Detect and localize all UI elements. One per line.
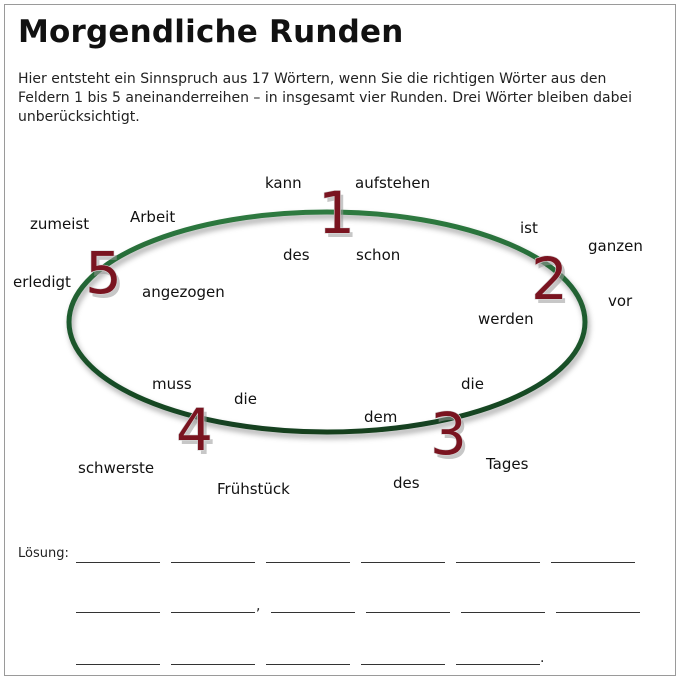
instructions-text: Hier entsteht ein Sinnspruch aus 17 Wört…: [18, 71, 632, 125]
svg-text:2: 2: [534, 249, 571, 317]
period-mark: .: [540, 650, 545, 666]
word-kann: kann: [265, 174, 302, 192]
svg-text:4: 4: [179, 400, 216, 468]
word-schwerste: schwerste: [78, 459, 154, 477]
word-erledigt: erledigt: [13, 273, 71, 291]
svg-text:1: 1: [318, 179, 355, 247]
svg-text:3: 3: [433, 404, 470, 472]
svg-text:2: 2: [531, 245, 568, 313]
word-die-3: die: [461, 375, 484, 393]
word-werden: werden: [478, 310, 534, 328]
field-number-1: 1 1: [317, 178, 358, 251]
svg-text:5: 5: [88, 243, 125, 311]
puzzle-frame: [4, 4, 676, 676]
field-number-2: 2 2: [530, 244, 571, 317]
field-number-4: 4 4: [175, 395, 216, 468]
word-dem: dem: [364, 408, 397, 426]
answer-blank[interactable]: [556, 612, 640, 613]
answer-blank[interactable]: [271, 612, 355, 613]
comma-mark: ,: [256, 598, 261, 614]
word-muss: muss: [152, 375, 192, 393]
answer-blank[interactable]: [266, 664, 350, 665]
answer-blank[interactable]: [76, 612, 160, 613]
word-des-3: des: [393, 474, 420, 492]
word-ganzen: ganzen: [588, 237, 643, 255]
word-vor: vor: [608, 292, 633, 310]
answer-blank[interactable]: [461, 612, 545, 613]
field-number-5: 5 5: [84, 238, 125, 311]
svg-text:3: 3: [430, 400, 467, 468]
answer-blank[interactable]: [76, 664, 160, 665]
word-ist: ist: [520, 219, 538, 237]
svg-text:4: 4: [176, 396, 213, 464]
word-tages: Tages: [485, 455, 529, 473]
answer-blank[interactable]: [551, 562, 635, 563]
field-number-3: 3 3: [429, 399, 470, 472]
svg-text:5: 5: [85, 239, 122, 307]
word-des: des: [283, 246, 310, 264]
answer-blank[interactable]: [171, 664, 255, 665]
page-title: Morgendliche Runden: [18, 14, 404, 50]
answer-blank[interactable]: [266, 562, 350, 563]
answer-blank[interactable]: [361, 562, 445, 563]
word-fruehstueck: Frühstück: [217, 480, 290, 498]
word-angezogen: angezogen: [142, 283, 225, 301]
ring-ellipse: [66, 209, 588, 435]
word-schon: schon: [356, 246, 400, 264]
word-aufstehen: aufstehen: [355, 174, 430, 192]
solution-label: Lösung:: [18, 546, 69, 561]
answer-blank[interactable]: [456, 562, 540, 563]
svg-text:1: 1: [321, 183, 358, 251]
word-die-4: die: [234, 390, 257, 408]
word-zumeist: zumeist: [30, 215, 89, 233]
answer-blank[interactable]: [361, 664, 445, 665]
answer-blank[interactable]: [456, 664, 540, 665]
answer-blank[interactable]: [171, 612, 255, 613]
answer-blank[interactable]: [76, 562, 160, 563]
answer-blank[interactable]: [366, 612, 450, 613]
answer-blank[interactable]: [171, 562, 255, 563]
word-arbeit: Arbeit: [130, 208, 175, 226]
